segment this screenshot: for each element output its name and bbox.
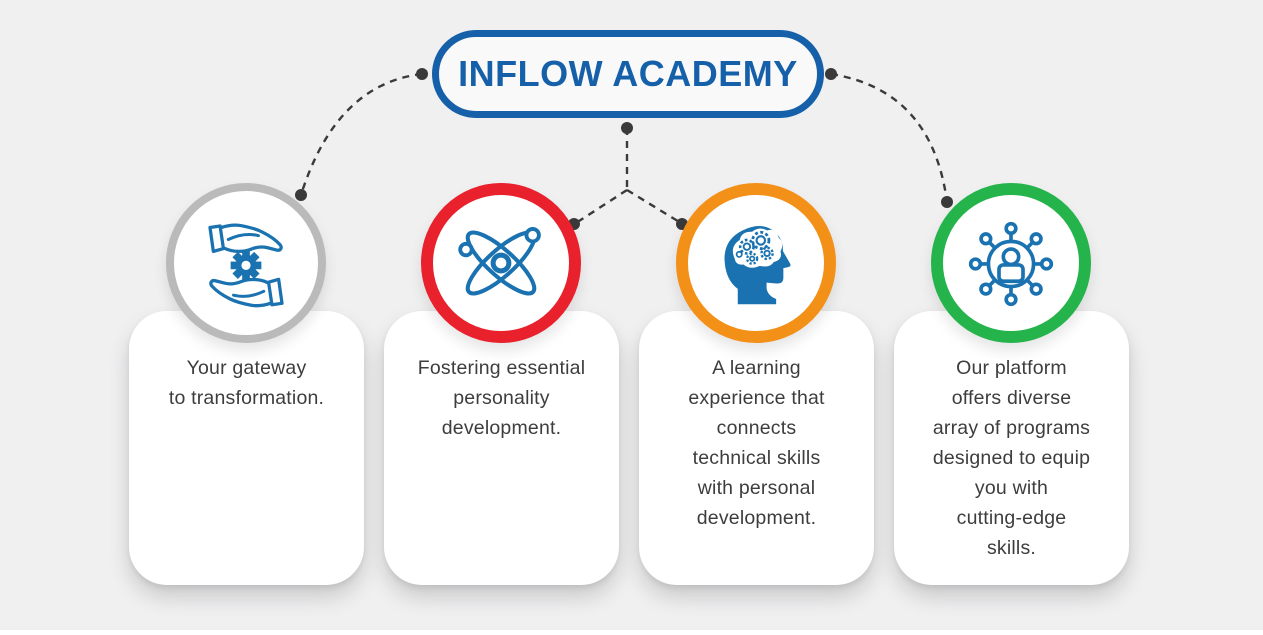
card-text: A learning experience that connects tech… xyxy=(688,357,825,529)
card-text: Fostering essential personality developm… xyxy=(417,357,586,439)
card-personality: Fostering essential personality developm… xyxy=(384,311,619,585)
card-learning: A learning experience that connects tech… xyxy=(639,311,874,585)
circle-transformation xyxy=(166,183,326,343)
circle-personality xyxy=(421,183,581,343)
user-network-icon xyxy=(963,215,1059,311)
title-pill: INFLOW ACADEMY xyxy=(432,30,824,118)
page-title: INFLOW ACADEMY xyxy=(458,53,798,94)
atom-icon xyxy=(453,215,549,311)
circle-learning xyxy=(676,183,836,343)
card-text: Our platform offers diverse array of pro… xyxy=(932,357,1091,559)
head-gears-icon xyxy=(708,215,804,311)
card-programs: Our platform offers diverse array of pro… xyxy=(894,311,1129,585)
circle-programs xyxy=(931,183,1091,343)
card-transformation: Your gateway to transformation. xyxy=(129,311,364,585)
hands-gear-icon xyxy=(198,215,294,311)
card-text: Your gateway to transformation. xyxy=(168,357,325,409)
